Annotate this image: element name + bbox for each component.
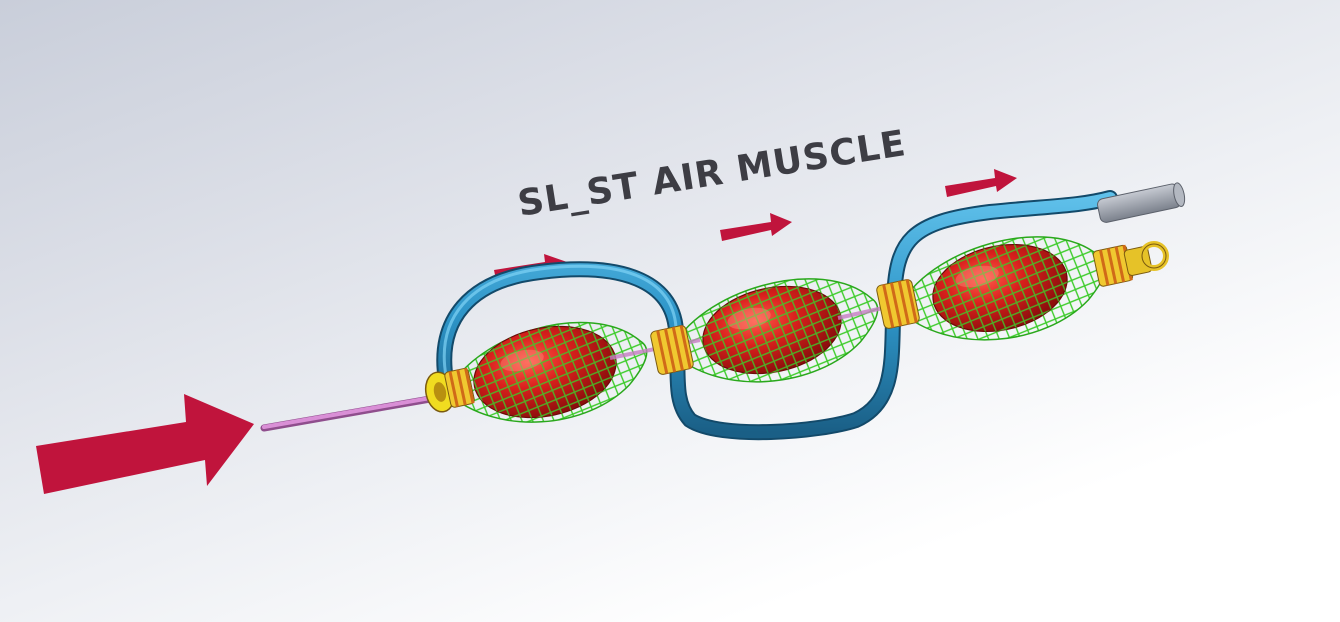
flow-arrow-3 [945,169,1017,197]
end-eyelet [1123,241,1169,276]
bladder-chamber-2 [669,278,879,383]
input-force-arrow [36,394,254,494]
diagram-title: SL_ST AIR MUSCLE [515,123,909,225]
bladder-chamber-3 [897,236,1107,341]
flow-arrow-2 [720,213,792,241]
tube-end-cap [1097,182,1186,223]
fitting-middle-2 [876,279,920,329]
fitting-left [424,367,475,413]
fitting-middle-1 [650,325,694,375]
bladder-chamber-1 [446,321,648,423]
push-rod [260,394,440,432]
air-supply-tube [436,190,1118,441]
